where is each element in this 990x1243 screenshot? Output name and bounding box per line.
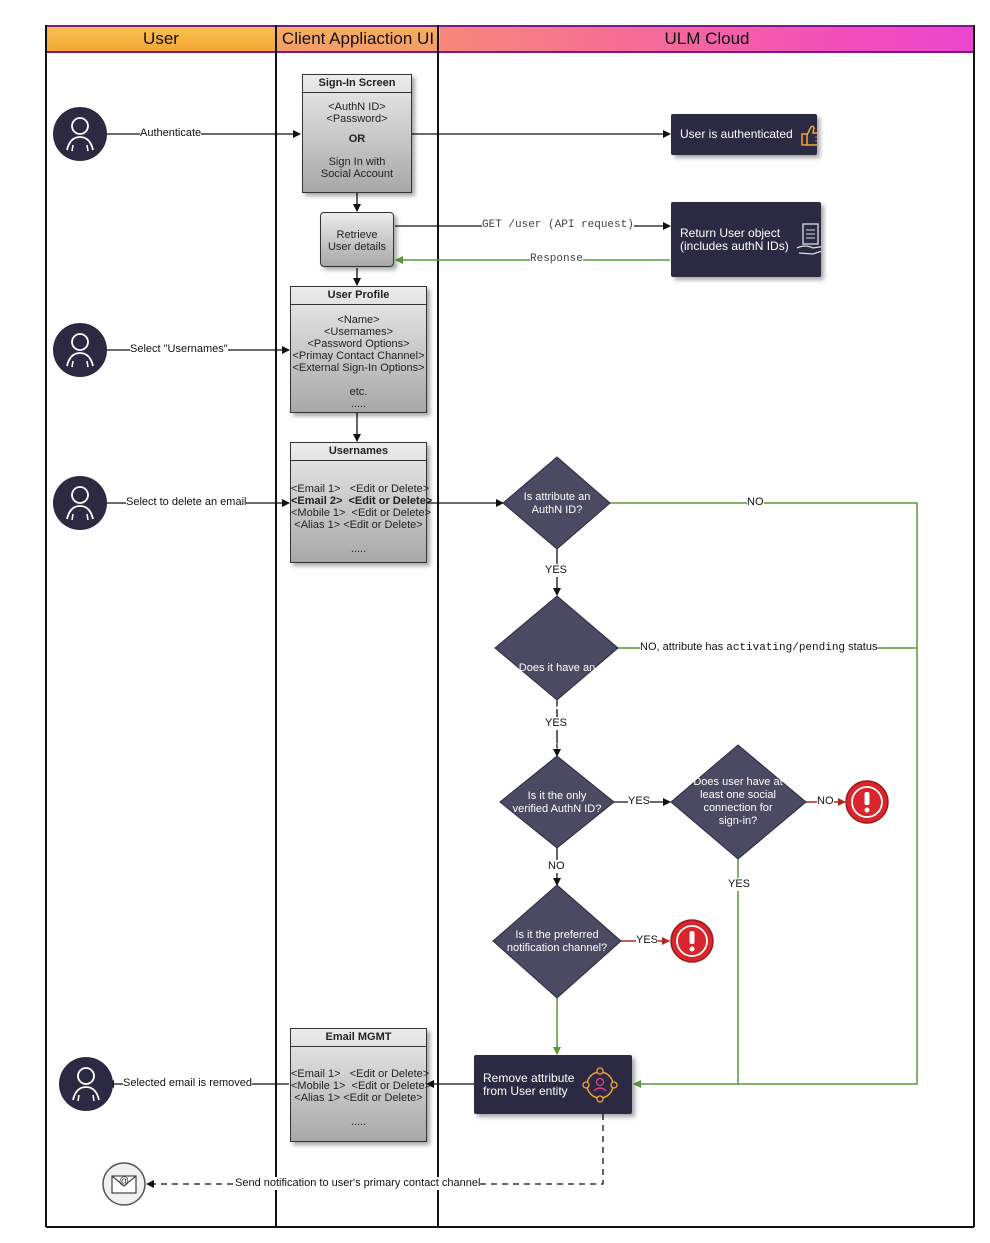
email-mgmt-row: <Email 1> <Edit or Delete>: [291, 1068, 430, 1080]
username-row-selected: <Email 2> <Edit or Delete>: [291, 495, 433, 507]
signin-screen-box: Sign-In Screen <AuthN ID> <Password> OR …: [302, 74, 412, 193]
username-row: .....: [350, 543, 367, 555]
label-no: NO: [817, 795, 834, 808]
username-row: <Alias 1> <Edit or Delete>: [294, 519, 423, 531]
user-icon: [53, 323, 107, 377]
remove-attribute-label: Remove attribute from User entity: [483, 1070, 575, 1098]
lane-border-bottom: [46, 1226, 974, 1228]
decision-activated-text: Does it have an activated status?: [507, 636, 607, 766]
signin-or: OR: [348, 133, 366, 145]
user-profile-box: User Profile <Name> <Usernames> <Passwor…: [290, 286, 427, 413]
user-authenticated-label: User is authenticated: [680, 127, 793, 141]
user-authenticated-box: User is authenticated: [671, 114, 817, 155]
signin-social-2: Social Account: [320, 168, 394, 180]
lane-divider-user-client: [275, 25, 277, 1227]
lane-title-user: User: [143, 29, 179, 48]
decision-diamond-social: [670, 744, 807, 860]
email-mgmt-row: .....: [350, 1116, 367, 1128]
label-no-status-mono: activating/pending: [726, 642, 846, 654]
document-hand-icon: [796, 222, 821, 255]
lane-header-client: Client Appliaction UI: [276, 25, 440, 53]
label-no: NO: [747, 496, 764, 509]
error-icon: [845, 780, 889, 824]
email-mgmt-box: Email MGMT <Email 1> <Edit or Delete> <M…: [290, 1028, 432, 1142]
retrieve-user-box: Retrieve User details: [320, 212, 394, 267]
decision-diamond-preferred: [492, 884, 622, 999]
decision-authn-text: Is attribute an AuthN ID?: [523, 491, 591, 516]
label-no-status-prefix: NO, attribute has: [640, 641, 727, 653]
email-mgmt-spacer: [291, 1104, 426, 1116]
user-icon: [59, 1057, 113, 1111]
people-network-icon: [582, 1066, 619, 1103]
profile-item: <Primay Contact Channel>: [292, 350, 425, 362]
lane-title-cloud: ULM Cloud: [664, 29, 750, 48]
label-yes: YES: [545, 717, 568, 730]
label-no-status: NO, attribute has activating/pending sta…: [640, 641, 878, 655]
profile-item: <Usernames>: [323, 326, 394, 338]
signin-authn-id: <AuthN ID>: [328, 101, 386, 113]
profile-item: etc.: [349, 386, 368, 398]
label-yes: YES: [728, 878, 751, 891]
profile-title: User Profile: [291, 287, 426, 305]
user-icon: [53, 476, 107, 530]
signin-social-1: Sign In with: [328, 156, 386, 168]
signin-password: <Password>: [326, 113, 388, 125]
mail-icon: @: [102, 1162, 146, 1206]
error-icon: [670, 919, 714, 963]
decision-social-text: Does user have at least one social conne…: [693, 776, 783, 827]
label-select-delete: Select to delete an email: [126, 496, 247, 509]
lane-border-left: [45, 25, 47, 1227]
retrieve-line1: Retrieve: [336, 229, 378, 241]
label-yes: YES: [628, 795, 651, 808]
decision-preferred-text: Is it the preferred notification channel…: [506, 929, 608, 954]
svg-text:@: @: [119, 1176, 129, 1187]
profile-item: .....: [350, 398, 367, 410]
label-no: NO: [548, 860, 565, 873]
thumbs-up-icon: [800, 124, 817, 146]
decision-activated-line1: Does it have an: [518, 662, 596, 674]
email-mgmt-title: Email MGMT: [291, 1029, 426, 1047]
email-mgmt-row: <Alias 1> <Edit or Delete>: [294, 1092, 423, 1104]
decision-activated-line3: status?: [539, 740, 575, 752]
email-mgmt-row: <Mobile 1> <Edit or Delete>: [291, 1080, 432, 1092]
label-yes: YES: [636, 934, 659, 947]
profile-item: <Name>: [337, 314, 380, 326]
lane-header-user: User: [46, 25, 276, 53]
username-row: <Email 1> <Edit or Delete>: [291, 483, 430, 495]
label-response: Response: [530, 253, 583, 266]
usernames-title: Usernames: [291, 443, 426, 461]
decision-diamond-only-verified: [499, 755, 615, 849]
decision-diamond-authn: [502, 456, 611, 550]
label-get-user: GET /user (API request): [482, 219, 634, 232]
lane-divider-client-cloud: [437, 25, 439, 1227]
return-user-object-box: Return User object (includes authN IDs): [671, 202, 821, 277]
label-authenticate: Authenticate: [140, 127, 202, 140]
usernames-box: Usernames <Email 1> <Edit or Delete> <Em…: [290, 442, 433, 563]
username-row: <Mobile 1> <Edit or Delete>: [291, 507, 432, 519]
usernames-spacer: [291, 531, 426, 543]
profile-item: <External Sign-In Options>: [292, 362, 425, 374]
label-send-notification: Send notification to user's primary cont…: [235, 1177, 481, 1190]
lane-title-client: Client Appliaction UI: [281, 29, 435, 48]
retrieve-line2: User details: [327, 241, 387, 253]
user-icon: [53, 107, 107, 161]
label-email-removed: Selected email is removed: [123, 1077, 253, 1090]
label-no-status-suffix: status: [845, 641, 878, 653]
decision-only-verified-text: Is it the only verified AuthN ID?: [512, 790, 602, 815]
lane-border-right: [973, 25, 975, 1227]
decision-diamond-activated: [494, 595, 619, 701]
signin-title: Sign-In Screen: [303, 75, 411, 93]
label-select-usernames: Select "Usernames": [130, 343, 228, 356]
return-user-object-label: Return User object (includes authN IDs): [680, 225, 789, 253]
label-yes: YES: [545, 564, 568, 577]
decision-activated-line2: activated: [527, 701, 587, 713]
profile-spacer: [291, 374, 426, 386]
profile-item: <Password Options>: [307, 338, 410, 350]
remove-attribute-box: Remove attribute from User entity: [474, 1055, 632, 1114]
lane-header-cloud: ULM Cloud: [440, 25, 974, 53]
